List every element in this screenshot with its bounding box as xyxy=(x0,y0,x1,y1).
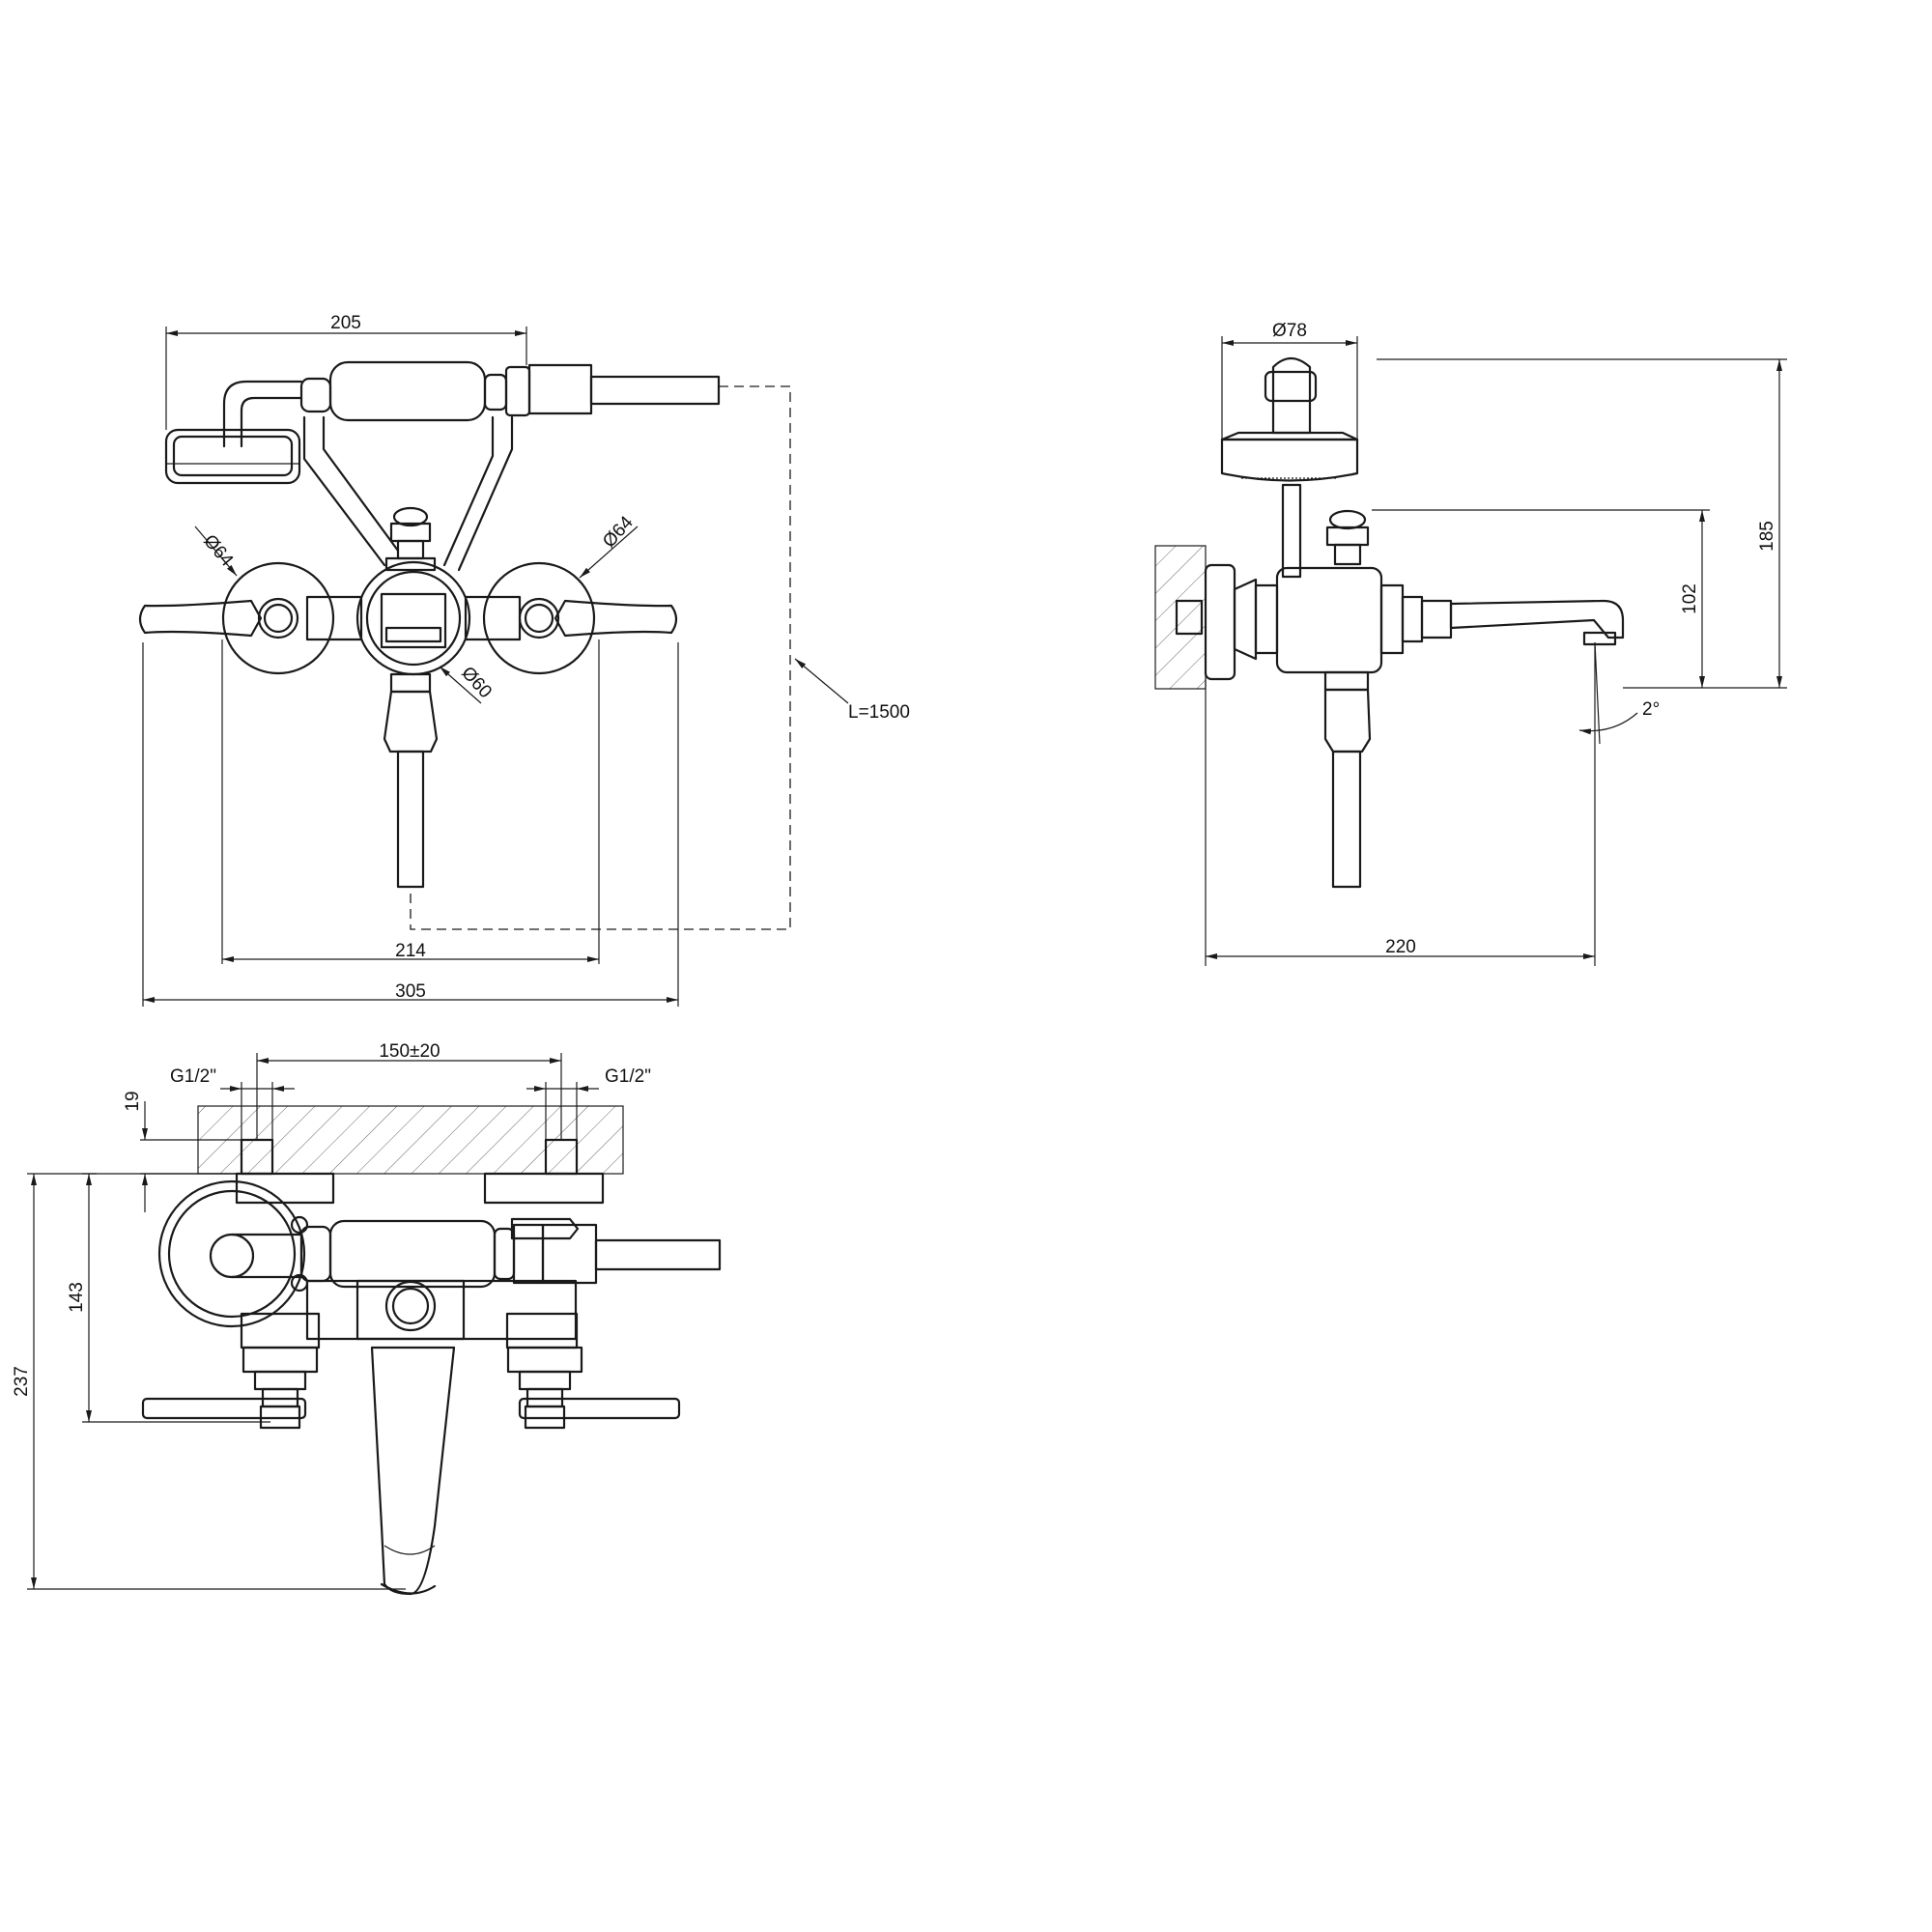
label-205: 205 xyxy=(330,313,361,333)
diverter-handle xyxy=(383,672,439,889)
mixer-body xyxy=(305,560,522,676)
label-102: 102 xyxy=(1680,583,1700,614)
front-view: 205 Ø64 Ø64 Ø60 L=1500 214 xyxy=(138,313,910,1007)
top-body xyxy=(240,1279,579,1350)
dim-143: 143 xyxy=(67,1173,270,1423)
label-220: 220 xyxy=(1385,937,1416,957)
label-305: 305 xyxy=(395,981,426,1002)
label-214: 214 xyxy=(395,941,426,961)
dim-305: 305 xyxy=(142,642,679,1007)
label-19: 19 xyxy=(123,1091,143,1111)
label-237: 237 xyxy=(12,1366,32,1397)
dim-220: 220 xyxy=(1205,679,1595,966)
dim-hose-length: L=1500 xyxy=(794,658,910,723)
dim-237: 237 xyxy=(12,1173,406,1590)
top-lever-left xyxy=(141,1397,307,1420)
side-top-knob xyxy=(1325,509,1370,566)
top-knob xyxy=(384,506,437,572)
top-lever-right xyxy=(518,1397,681,1420)
label-angle: 2° xyxy=(1642,699,1660,720)
dim-150: 150±20 xyxy=(256,1041,562,1140)
dim-205: 205 xyxy=(165,313,527,430)
label-150: 150±20 xyxy=(379,1041,440,1062)
label-143: 143 xyxy=(67,1282,87,1313)
dim-185: 185 xyxy=(1377,358,1787,689)
wall-section xyxy=(1154,545,1207,690)
hose-path xyxy=(410,385,791,930)
dim-thread-left: G1/2" xyxy=(170,1066,295,1140)
right-flange xyxy=(482,561,678,675)
dim-dia60: Ø60 xyxy=(439,663,496,704)
shower-support-arms xyxy=(302,415,514,572)
label-dia64-right: Ø64 xyxy=(599,512,638,552)
label-185: 185 xyxy=(1757,521,1777,552)
dim-dia64-right: Ø64 xyxy=(579,512,639,579)
dim-dia78: Ø78 xyxy=(1221,321,1358,440)
dim-angle: 2° xyxy=(1578,641,1660,966)
label-dia60: Ø60 xyxy=(457,663,496,702)
side-diverter xyxy=(1323,670,1372,889)
top-handshower xyxy=(299,1217,722,1289)
side-body xyxy=(1233,566,1625,674)
top-valves xyxy=(242,1346,583,1430)
label-thread-left: G1/2" xyxy=(170,1066,216,1087)
dim-thread-right: G1/2" xyxy=(526,1066,651,1140)
dim-102: 102 xyxy=(1372,509,1710,688)
dim-dia64-left: Ø64 xyxy=(194,526,238,577)
dim-214: 214 xyxy=(221,639,600,964)
top-holder xyxy=(157,1179,309,1328)
top-diverter-handle xyxy=(370,1346,456,1596)
label-dia64-left: Ø64 xyxy=(199,531,237,571)
side-view: Ø78 185 102 2° 220 xyxy=(1154,321,1787,966)
label-hose-length: L=1500 xyxy=(848,702,910,723)
label-thread-right: G1/2" xyxy=(605,1066,651,1087)
label-dia78: Ø78 xyxy=(1272,321,1307,341)
left-flange xyxy=(138,561,335,675)
top-view: 150±20 G1/2" G1/2" 19 xyxy=(12,1041,722,1596)
hand-shower xyxy=(164,360,721,485)
